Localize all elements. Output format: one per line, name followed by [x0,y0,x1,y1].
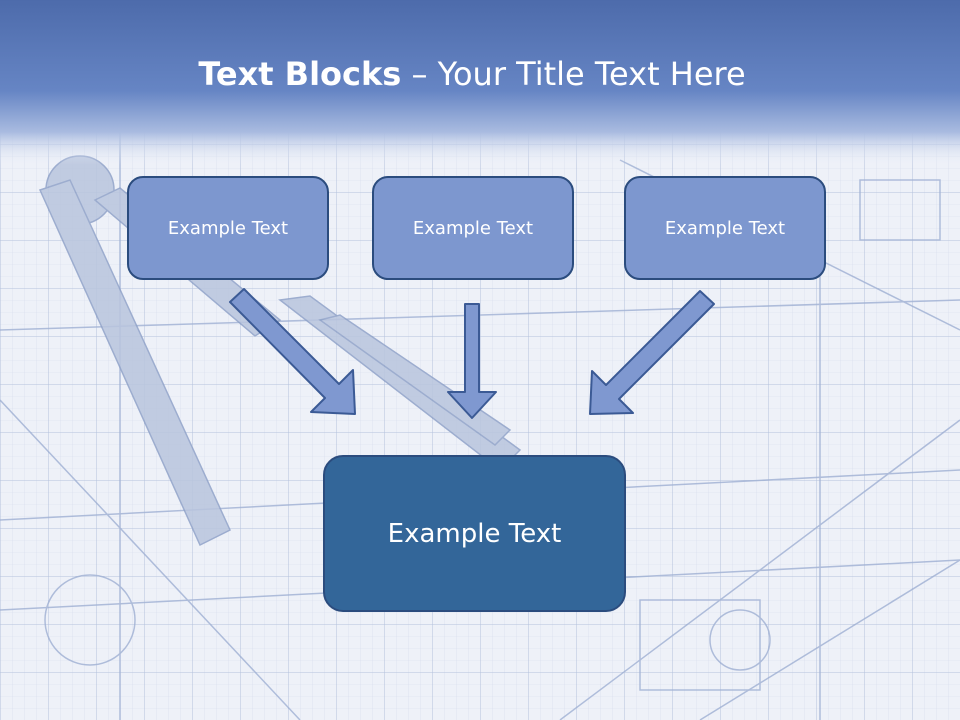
title-rest: Your Title Text Here [437,55,746,93]
text-block-right-label: Example Text [664,217,786,239]
text-block-target-label: Example Text [387,518,562,549]
title-bold-part: Text Blocks [198,55,402,93]
text-block-left: Example Text [127,176,329,280]
text-block-target: Example Text [323,455,626,612]
text-block-left-label: Example Text [167,217,289,239]
title-separator: – [401,55,438,93]
text-block-right: Example Text [624,176,826,280]
slide-title: Text Blocks – Your Title Text Here [0,52,944,96]
text-block-middle: Example Text [372,176,574,280]
text-block-middle-label: Example Text [412,217,534,239]
